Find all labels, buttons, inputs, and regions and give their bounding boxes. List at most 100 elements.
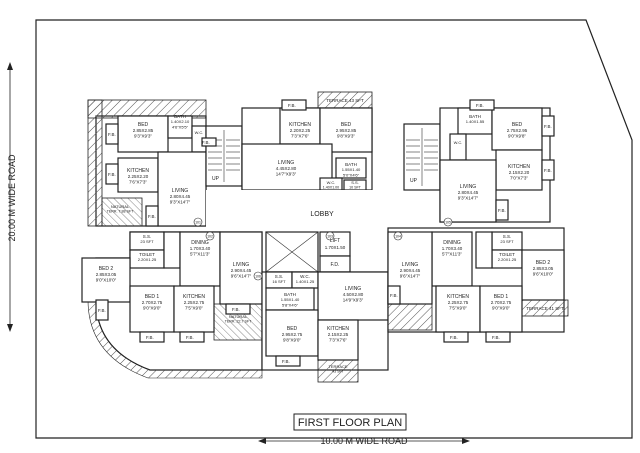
fb-label: F.B. (108, 132, 116, 137)
fb-boxes (95, 99, 555, 367)
terrace-right (521, 299, 569, 317)
fb-label: F.B. (186, 335, 194, 340)
unit-tags (193, 217, 453, 281)
fb-label: F.B. (202, 140, 210, 145)
unit-tag: 101 (195, 221, 201, 225)
fb-label: F.B. (146, 335, 154, 340)
left-road-arrow (7, 62, 13, 332)
unit-tag: 103 (327, 235, 333, 239)
lobby-label: LOBBY (310, 211, 334, 218)
fb-label: F.B. (492, 335, 500, 340)
tc-living-room (241, 143, 333, 191)
unit-tag: 104 (395, 235, 401, 239)
room-label-c-wc: W.C.1.40X1.25 (296, 274, 315, 284)
l-bed2-room (81, 257, 131, 303)
tr-kitchen-room (495, 149, 543, 191)
room-label-terrace-right: TERRACE 41 SFT (526, 306, 564, 311)
room-label-tr-wc: W.C. (454, 140, 463, 145)
tl-kitchen-room (117, 157, 159, 193)
room-label-terrace-top: TERRACE 43 SFT (326, 98, 364, 103)
unit-tag: 105 (445, 221, 451, 225)
c-bed-room (265, 309, 319, 357)
room-label-l-ss: S.S.23 SFT (140, 234, 154, 244)
fb-label: F.B. (544, 124, 552, 129)
r-bed2-room (521, 249, 565, 301)
plot-boundary (35, 19, 633, 439)
tl-living-room (157, 151, 207, 227)
unit-tag: 106 (255, 275, 261, 279)
tl-natural-terr (101, 197, 143, 227)
lift-car (319, 231, 351, 257)
room-label-r-ss: S.S.23 SFT (500, 234, 514, 244)
tl-stair-up: UP (212, 176, 220, 182)
tc-bath-room (335, 157, 367, 179)
lift-dim: 1.70X1.50 (325, 245, 346, 250)
tr-stair-up: UP (410, 178, 418, 184)
tr-living-room (439, 159, 497, 223)
terrace-bottom (317, 359, 359, 383)
room-label-tl-wc: W.C. (195, 130, 204, 135)
fb-label: F.B. (476, 103, 484, 108)
fb-label: F.B. (544, 168, 552, 173)
room-label-tc-ss: S.S.10 SFT (349, 180, 362, 190)
tr-wc-room (449, 133, 467, 161)
fb-label: F.B. (98, 308, 106, 313)
bottom-road-label: 10.00 M WIDE ROAD (320, 436, 408, 446)
lobby-area (206, 190, 390, 232)
fb-label: F.B. (498, 208, 506, 213)
c-kitchen-room (317, 319, 359, 361)
fb-label: F.B. (288, 103, 296, 108)
lift-label: LIFT (330, 238, 340, 244)
r-dining-room (431, 231, 473, 287)
fb-label: F.B. (108, 172, 116, 177)
l-living-room (219, 231, 263, 305)
tc-bed-room (319, 107, 373, 153)
room-label-tc-wc: W.C.1.40X1.00 (323, 180, 339, 190)
fb-label: F.B. (232, 307, 240, 312)
l-toilet-v-room (163, 231, 181, 269)
fb-label: F.B. (282, 359, 290, 364)
unit-tag: 102 (207, 235, 213, 239)
fb-label: F.B. (148, 214, 156, 219)
r-toilet-v-room (475, 231, 493, 269)
fb-label: F.B. (390, 293, 398, 298)
tr-bed-room (491, 107, 543, 151)
fd-label: F.D. (331, 262, 340, 268)
fb-label: F.B. (450, 335, 458, 340)
room-label-c-ss: S.S.16 SFT (272, 274, 286, 284)
tc-kitchen-room (279, 107, 321, 145)
left-road-label: 20.00 M WIDE ROAD (7, 154, 17, 242)
c-living-room (317, 271, 389, 321)
